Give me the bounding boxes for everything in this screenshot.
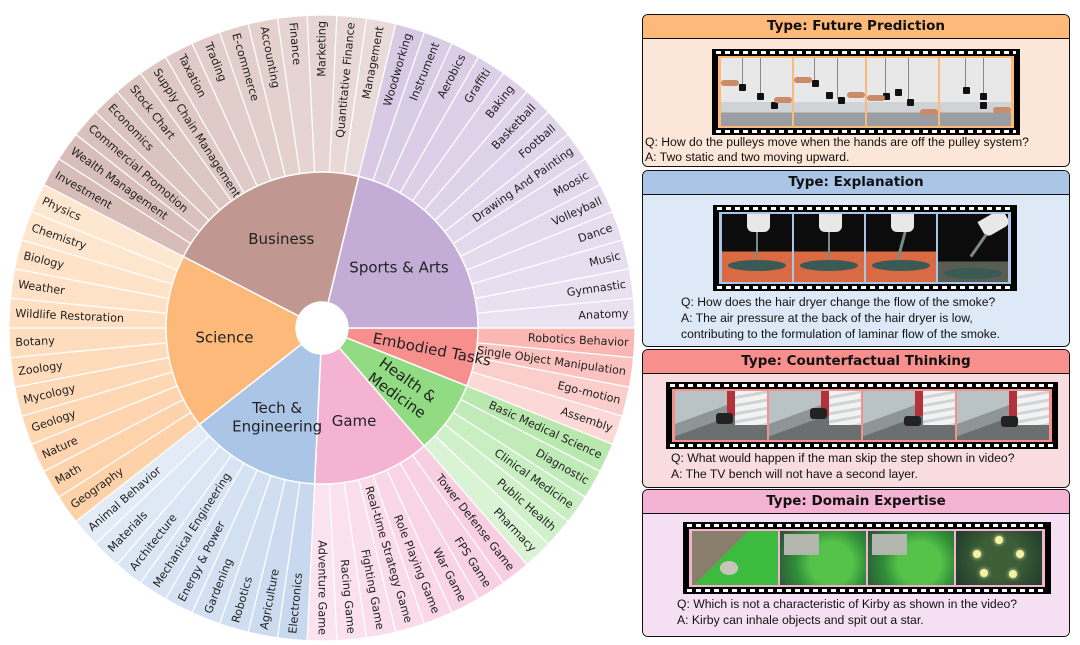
video-frame <box>780 531 866 585</box>
filmstrip-frames <box>672 389 1052 442</box>
subcategory-label: Finance <box>286 22 303 66</box>
panel-header: Type: Domain Expertise <box>643 490 1069 514</box>
panel-header: Type: Future Prediction <box>643 15 1069 39</box>
category-label-game: Game <box>332 412 377 430</box>
subcategory-label: Zoology <box>17 359 64 378</box>
panel-body: Q: How does the hair dryer change the fl… <box>643 195 1069 346</box>
video-frame <box>675 391 767 440</box>
panel-header: Type: Counterfactual Thinking <box>643 350 1069 374</box>
question-text: Q: Which is not a characteristic of Kirb… <box>677 597 1018 611</box>
video-frame <box>956 531 1042 585</box>
subcategory-label: Electronics <box>286 572 305 634</box>
panel-body: Q: How do the pulleys move when the hand… <box>643 39 1069 166</box>
center-hole <box>296 302 348 354</box>
subcategory-label: Wildlife Restoration <box>15 307 124 325</box>
panel-header: Type: Explanation <box>643 171 1069 195</box>
video-frame <box>692 531 778 585</box>
video-frame <box>794 58 865 126</box>
panel-body: Q: Which is not a characteristic of Kirb… <box>643 514 1069 636</box>
panel-body: Q: What would happen if the man skip the… <box>643 374 1069 487</box>
answer-text: A: Two static and two moving upward. <box>645 150 850 164</box>
video-frame <box>868 531 954 585</box>
filmstrip-frames <box>689 529 1045 587</box>
question-text: Q: What would happen if the man skip the… <box>671 451 1015 465</box>
video-frame <box>722 214 792 282</box>
filmstrip <box>712 49 1020 135</box>
answer-text: A: Kirby can inhale objects and spit out… <box>677 613 924 627</box>
category-label-tech-engineering: Tech &Engineering <box>232 399 322 436</box>
question-text: Q: How does the hair dryer change the fl… <box>681 295 996 309</box>
subcategory-label: Botany <box>15 334 55 349</box>
panel-future-prediction: Type: Future Prediction <box>642 14 1070 167</box>
filmstrip <box>666 382 1058 449</box>
subcategory-label: Robotics Behavior <box>528 331 630 349</box>
filmstrip <box>713 205 1017 291</box>
video-frame <box>940 58 1011 126</box>
question-text: Q: How do the pulleys move when the hand… <box>645 135 1029 149</box>
filmstrip <box>683 522 1051 594</box>
category-label-business: Business <box>248 230 314 248</box>
subcategory-label: Anatomy <box>578 307 629 322</box>
filmstrip-frames <box>718 56 1014 128</box>
subcategory-label: Marketing <box>316 21 329 77</box>
video-frame <box>863 391 955 440</box>
video-frame <box>867 58 938 126</box>
answer-text: A: The TV bench will not have a second l… <box>671 467 918 481</box>
video-frame <box>794 214 864 282</box>
panel-domain-expertise: Type: Domain Expertise Q: Which is not a… <box>642 489 1070 637</box>
video-frame <box>866 214 936 282</box>
category-label-science: Science <box>195 329 253 347</box>
answer-text-continued: contributing to the formulation of lamin… <box>681 327 1001 341</box>
category-label-sports-arts: Sports & Arts <box>349 259 449 277</box>
panel-explanation: Type: Explanation Q: How does the hair d… <box>642 170 1070 347</box>
answer-text: A: The air pressure at the back of the h… <box>681 311 973 325</box>
subcategory-label: Adventure Game <box>316 540 329 635</box>
video-frame <box>769 391 861 440</box>
filmstrip-frames <box>719 212 1011 284</box>
video-frame <box>721 58 792 126</box>
panel-counterfactual-thinking: Type: Counterfactual Thinking Q: What wo… <box>642 349 1070 488</box>
video-frame <box>957 391 1049 440</box>
video-frame <box>938 214 1008 282</box>
